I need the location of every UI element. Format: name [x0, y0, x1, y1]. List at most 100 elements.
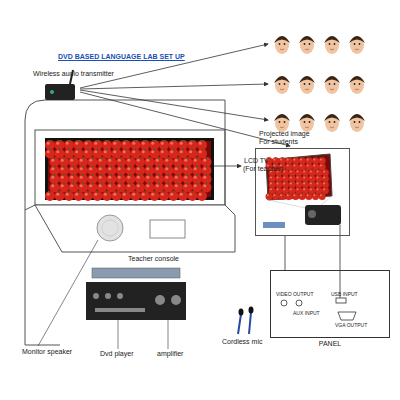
- tomato-stem: [97, 149, 99, 151]
- tomato-shine: [51, 159, 54, 162]
- tomato-shine: [203, 184, 206, 187]
- tomato-shine: [80, 167, 83, 170]
- tomato: [192, 174, 202, 184]
- tomato-stem: [139, 157, 141, 159]
- tomato-stem: [163, 191, 165, 193]
- tomato-stem: [315, 157, 316, 158]
- tomato-shine: [184, 167, 187, 170]
- label: VIDEO OUTPUT: [276, 291, 314, 297]
- tomato: [279, 157, 286, 164]
- tomato-shine: [66, 150, 69, 153]
- tomato: [140, 140, 150, 150]
- tomato: [159, 191, 169, 201]
- tomato-shine: [146, 184, 149, 187]
- tomato-shine: [313, 194, 315, 196]
- tomato: [315, 181, 322, 188]
- tomato-stem: [149, 157, 151, 159]
- tomato-shine: [104, 150, 107, 153]
- tomato-shine: [194, 184, 197, 187]
- node-text: PANEL: [271, 340, 389, 348]
- tomato: [173, 174, 183, 184]
- tomato-shine: [113, 193, 116, 196]
- tomato: [64, 140, 74, 150]
- tomato: [169, 191, 179, 201]
- tomato-stem: [295, 193, 296, 194]
- tomato-stem: [182, 140, 184, 142]
- diagram-title: DVD BASED LANGUAGE LAB SET UP: [58, 53, 185, 61]
- tomato: [188, 191, 198, 201]
- tomato-shine: [61, 184, 64, 187]
- tomato-shine: [296, 182, 298, 184]
- tomato: [315, 175, 322, 182]
- tomato-stem: [139, 166, 141, 168]
- tomato-shine: [113, 150, 116, 153]
- tomato: [45, 191, 55, 201]
- node-text: Teacher console: [128, 255, 179, 263]
- tomato-shine: [66, 193, 69, 196]
- tomato-stem: [305, 175, 306, 176]
- tomato-shine: [184, 159, 187, 162]
- tomato: [83, 149, 93, 159]
- tomato-stem: [111, 183, 113, 185]
- tomato-shine: [300, 194, 302, 196]
- tomato-stem: [120, 166, 122, 168]
- tomato-stem: [78, 149, 80, 151]
- tomato-stem: [97, 191, 99, 193]
- tomato-stem: [135, 191, 137, 193]
- tomato-shine: [99, 184, 102, 187]
- tomato-stem: [291, 187, 292, 188]
- tomato: [145, 157, 155, 167]
- tomato-stem: [271, 175, 272, 176]
- screen-image: [266, 157, 329, 200]
- tomato: [292, 193, 299, 200]
- tomato-shine: [99, 167, 102, 170]
- leader-line: [214, 166, 241, 167]
- tomato-stem: [278, 181, 279, 182]
- student-face: [299, 76, 315, 94]
- tomato-shine: [80, 176, 83, 179]
- tomato-shine: [99, 176, 102, 179]
- tomato-stem: [177, 157, 179, 159]
- tomato: [322, 187, 329, 194]
- tomato: [135, 174, 145, 184]
- tomato-stem: [78, 191, 80, 193]
- tomato-shine: [323, 188, 325, 190]
- tomato: [302, 175, 309, 182]
- tomato: [289, 181, 296, 188]
- tomato-stem: [187, 166, 189, 168]
- tomato-shine: [175, 167, 178, 170]
- tomato-shine: [127, 159, 130, 162]
- tomato: [150, 149, 160, 159]
- tomato-stem: [275, 193, 276, 194]
- tomato-shine: [180, 142, 183, 145]
- tomato-stem: [120, 174, 122, 176]
- tomato: [69, 166, 79, 176]
- tomato-shine: [293, 194, 295, 196]
- tomato-stem: [315, 163, 316, 164]
- tomato-shine: [146, 167, 149, 170]
- tomato: [309, 175, 316, 182]
- tomato: [140, 191, 150, 201]
- tomato-shine: [303, 170, 305, 172]
- tomato-stem: [187, 157, 189, 159]
- tomato: [97, 183, 107, 193]
- tomato: [50, 183, 60, 193]
- tomato-stem: [59, 191, 61, 193]
- tomato-shine: [156, 159, 159, 162]
- tomato-stem: [206, 157, 208, 159]
- tomato-stem: [87, 149, 89, 151]
- tomato: [126, 183, 136, 193]
- tomato: [140, 149, 150, 159]
- tomato: [289, 175, 296, 182]
- tomato-stem: [73, 183, 75, 185]
- tv-frame: [45, 138, 214, 200]
- tomato-shine: [175, 159, 178, 162]
- tomato-stem: [144, 149, 146, 151]
- tomato-shine: [296, 170, 298, 172]
- tomato: [164, 174, 174, 184]
- tomato-shine: [85, 193, 88, 196]
- tomato: [131, 140, 141, 150]
- tomato: [102, 191, 112, 201]
- tomato-shine: [66, 142, 69, 145]
- tomato-stem: [311, 187, 312, 188]
